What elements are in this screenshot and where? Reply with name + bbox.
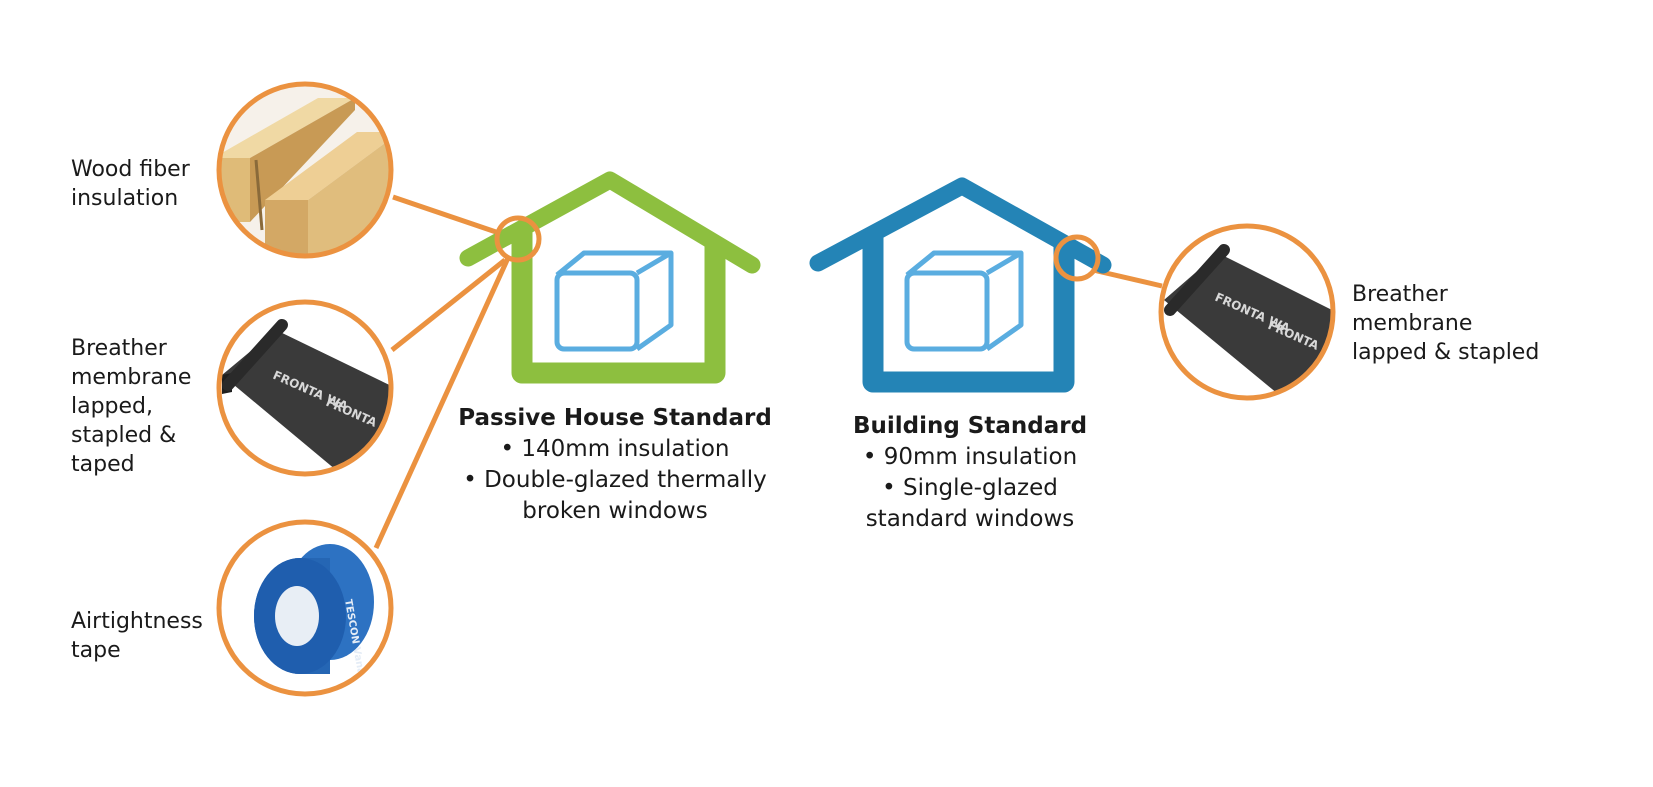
label-line: tape xyxy=(71,638,121,663)
passive-house-caption: Passive House Standard • 140mm insulatio… xyxy=(440,403,790,527)
passive-house-detail-marker xyxy=(494,215,542,263)
building-standard-title: Building Standard xyxy=(852,413,1088,439)
label-line: insulation xyxy=(71,186,179,211)
breather-membrane-left-label: Breather membrane lapped, stapled & tape… xyxy=(71,334,191,479)
label-line: lapped, xyxy=(71,394,154,419)
passive-house-title: Passive House Standard xyxy=(458,405,772,431)
membrane-roll-icon: FRONTA WA FRONTA WA xyxy=(216,299,394,477)
label-line: lapped & stapled xyxy=(1352,340,1540,365)
label-line: stapled & xyxy=(71,423,177,448)
building-standard-house-icon xyxy=(809,177,1112,393)
connector-membrane-left xyxy=(390,258,507,352)
label-line: Wood fiber xyxy=(71,157,190,182)
wood-fiber-board-icon xyxy=(216,81,394,259)
insulation-cube-icon xyxy=(904,250,1024,352)
passive-house-icon xyxy=(459,171,761,384)
label-line: membrane xyxy=(1352,311,1473,336)
caption-line: standard windows xyxy=(865,506,1075,532)
label-line: Airtightness xyxy=(71,609,203,634)
building-standard-caption: Building Standard • 90mm insulation • Si… xyxy=(820,411,1120,535)
caption-line: • 90mm insulation xyxy=(862,444,1078,470)
building-standard-detail-marker xyxy=(1053,234,1101,282)
breather-membrane-right-label: Breather membrane lapped & stapled xyxy=(1352,280,1539,367)
caption-line: • Single-glazed xyxy=(882,475,1058,501)
caption-line: broken windows xyxy=(522,498,708,524)
caption-line: • Double-glazed thermally xyxy=(463,467,767,493)
insulation-cube-icon xyxy=(554,250,674,352)
tape-roll-icon: TESCON Vana xyxy=(216,519,394,697)
label-line: membrane xyxy=(71,365,192,390)
airtightness-tape-label: Airtightness tape xyxy=(71,607,203,665)
label-line: Breather xyxy=(71,336,167,361)
connector-tape xyxy=(373,256,511,550)
caption-line: • 140mm insulation xyxy=(500,436,730,462)
membrane-roll-icon-right: FRONTA WA FRONTA WA xyxy=(1158,223,1336,401)
label-line: taped xyxy=(71,452,135,477)
label-line: Breather xyxy=(1352,282,1448,307)
connector-wood-fiber xyxy=(392,194,497,235)
wood-fiber-label: Wood fiber insulation xyxy=(71,155,190,213)
